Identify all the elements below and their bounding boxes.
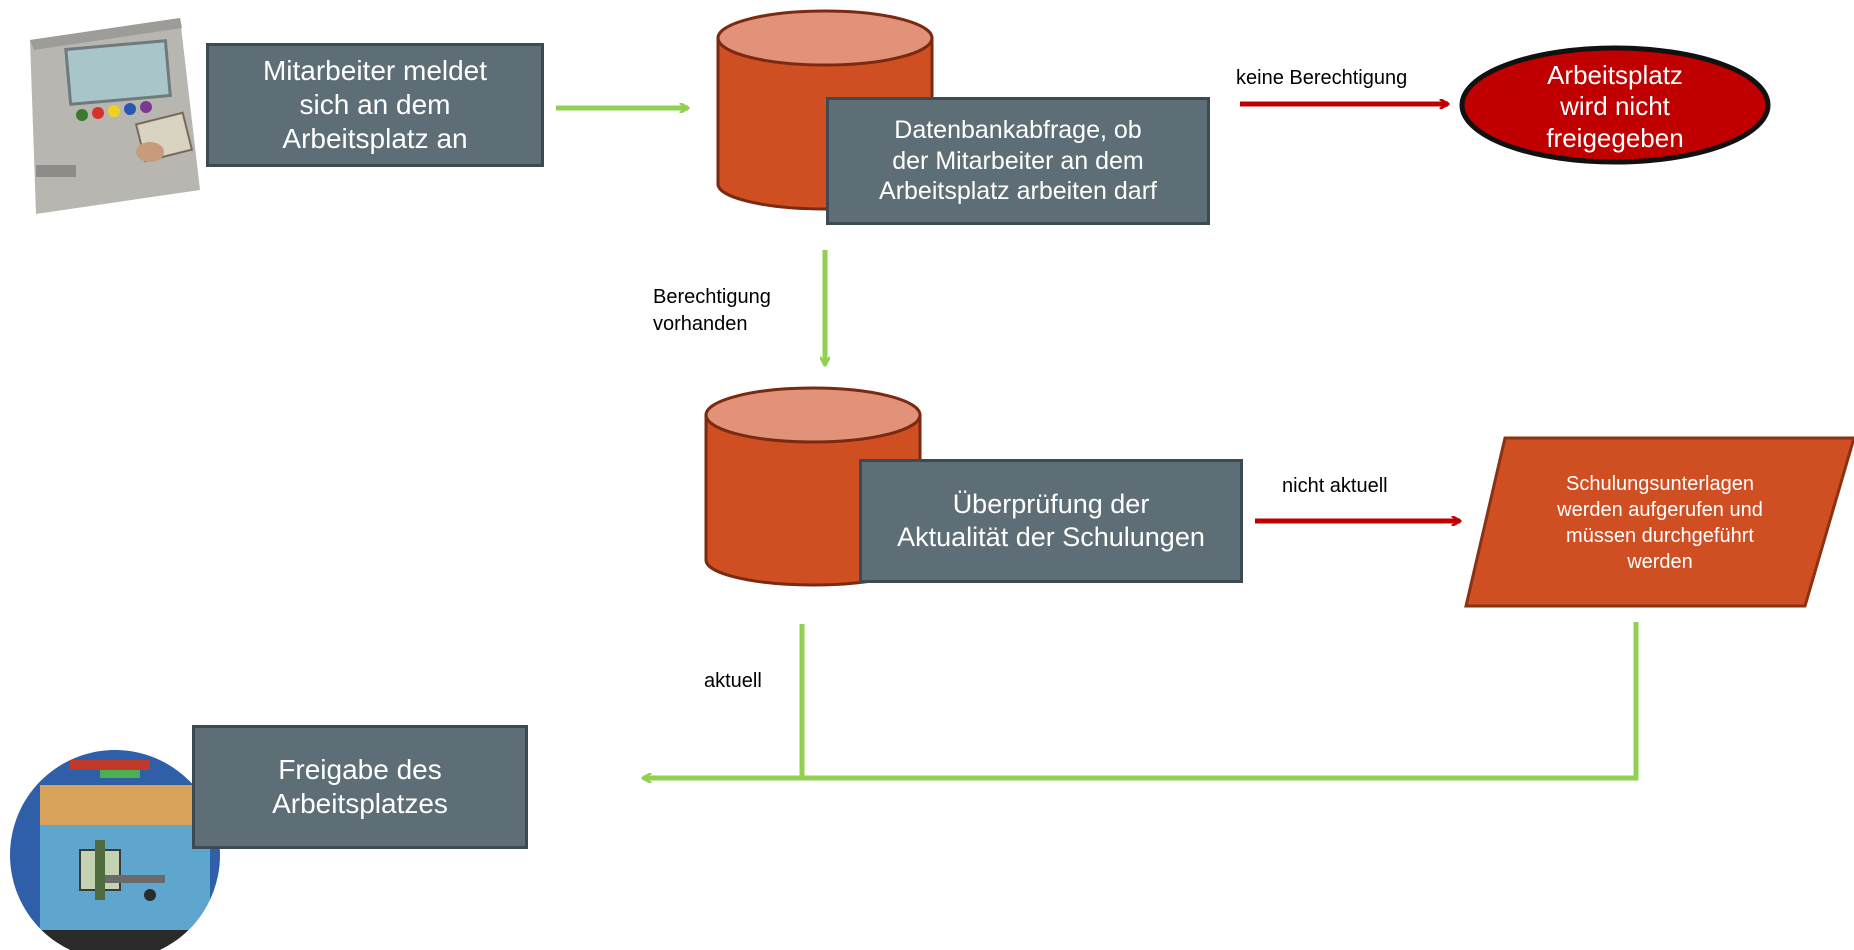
edge-label-not-current: nicht aktuell [1282,475,1388,497]
training-docs-label: Schulungsunterlagen werden aufgerufen un… [1557,472,1763,573]
training-docs-parallelogram [1464,436,1854,608]
edge-label-permission-ok: Berechtigung vorhanden [653,286,771,335]
db-query-box: Datenbankabfrage, ob der Mitarbeiter an … [826,97,1210,225]
terminal-device-image [30,18,200,214]
denied-label: Arbeitsplatz wird nicht freigegeben [1546,60,1684,153]
login-box: Mitarbeiter meldet sich an dem Arbeitspl… [206,43,544,167]
training-check-box: Überprüfung der Aktualität der Schulunge… [859,459,1243,583]
factory-layout-image [10,750,220,950]
release-box: Freigabe des Arbeitsplatzes [192,725,528,849]
line-docs-to-bottom [802,622,1639,781]
edge-label-current: aktuell [704,670,762,692]
denied-ellipse [1459,45,1771,165]
edge-label-no-permission: keine Berechtigung [1236,67,1408,89]
